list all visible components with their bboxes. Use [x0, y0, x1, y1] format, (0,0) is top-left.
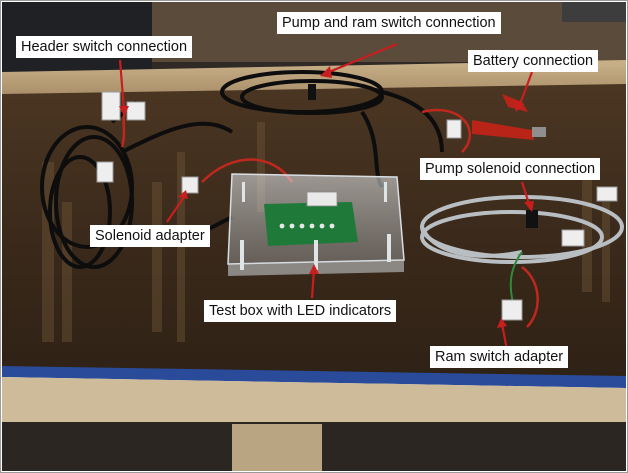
- cable-ties: [308, 84, 538, 228]
- callout-pump-ram-switch: Pump and ram switch connection: [277, 12, 501, 34]
- callout-battery: Battery connection: [468, 50, 599, 72]
- white-connectors: [96, 91, 618, 321]
- box-standoffs: [240, 182, 391, 270]
- grey-cable-coil: [420, 195, 624, 264]
- callout-solenoid-adapter: Solenoid adapter: [90, 225, 210, 247]
- callout-ram-switch-adapter: Ram switch adapter: [430, 346, 569, 368]
- left-cable-coil: [40, 100, 234, 269]
- background-machine: [562, 2, 626, 22]
- callout-test-box: Test box with LED indicators: [204, 300, 397, 322]
- test-box: [227, 173, 405, 276]
- annotation-arrows: [118, 42, 534, 351]
- bench-apron: [2, 377, 626, 432]
- pcb-header: [306, 191, 338, 207]
- bench-leg: [232, 424, 322, 471]
- callout-pump-solenoid: Pump solenoid connection: [420, 158, 601, 180]
- board-blue-edge: [2, 366, 626, 388]
- callout-header-switch: Header switch connection: [16, 36, 193, 58]
- led-indicators: [279, 223, 335, 229]
